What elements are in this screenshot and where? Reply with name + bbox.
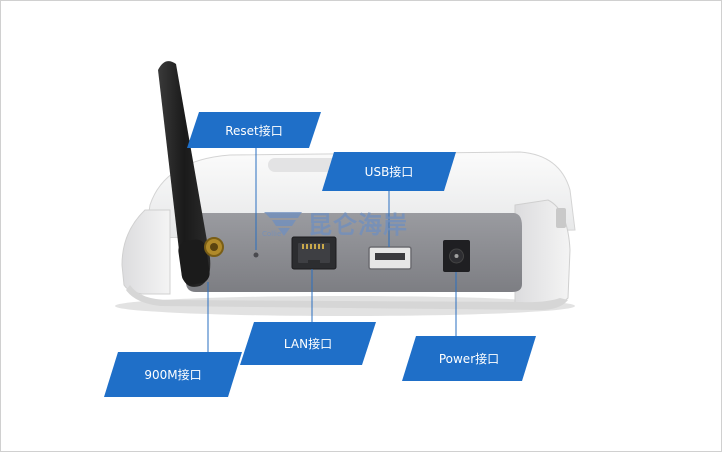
callout-antenna: 900M接口 <box>104 352 242 397</box>
callout-lan: LAN接口 <box>240 322 376 365</box>
antenna <box>158 61 211 287</box>
callout-reset-label: Reset接口 <box>225 123 283 138</box>
callout-usb: USB接口 <box>322 152 456 191</box>
callout-usb-label: USB接口 <box>364 165 414 179</box>
port-panel <box>186 213 522 292</box>
brand-logo-icon: Collie <box>262 208 304 238</box>
brand-watermark: Collie 昆仑海岸 <box>262 205 408 240</box>
callout-lan-label: LAN接口 <box>283 337 333 351</box>
side-slot <box>556 208 566 228</box>
device-bottom-lip <box>126 285 568 310</box>
device-left-side <box>121 209 171 295</box>
antenna-base <box>178 239 210 285</box>
callout-power: Power接口 <box>402 336 536 381</box>
callout-power-label: Power接口 <box>438 352 500 366</box>
brand-cn-text: 昆仑海岸 <box>308 210 408 239</box>
callout-reset: Reset接口 <box>187 112 321 148</box>
brand-en-text: Collie <box>262 229 282 238</box>
reset-hole <box>253 252 259 258</box>
callout-antenna-label: 900M接口 <box>144 368 202 382</box>
